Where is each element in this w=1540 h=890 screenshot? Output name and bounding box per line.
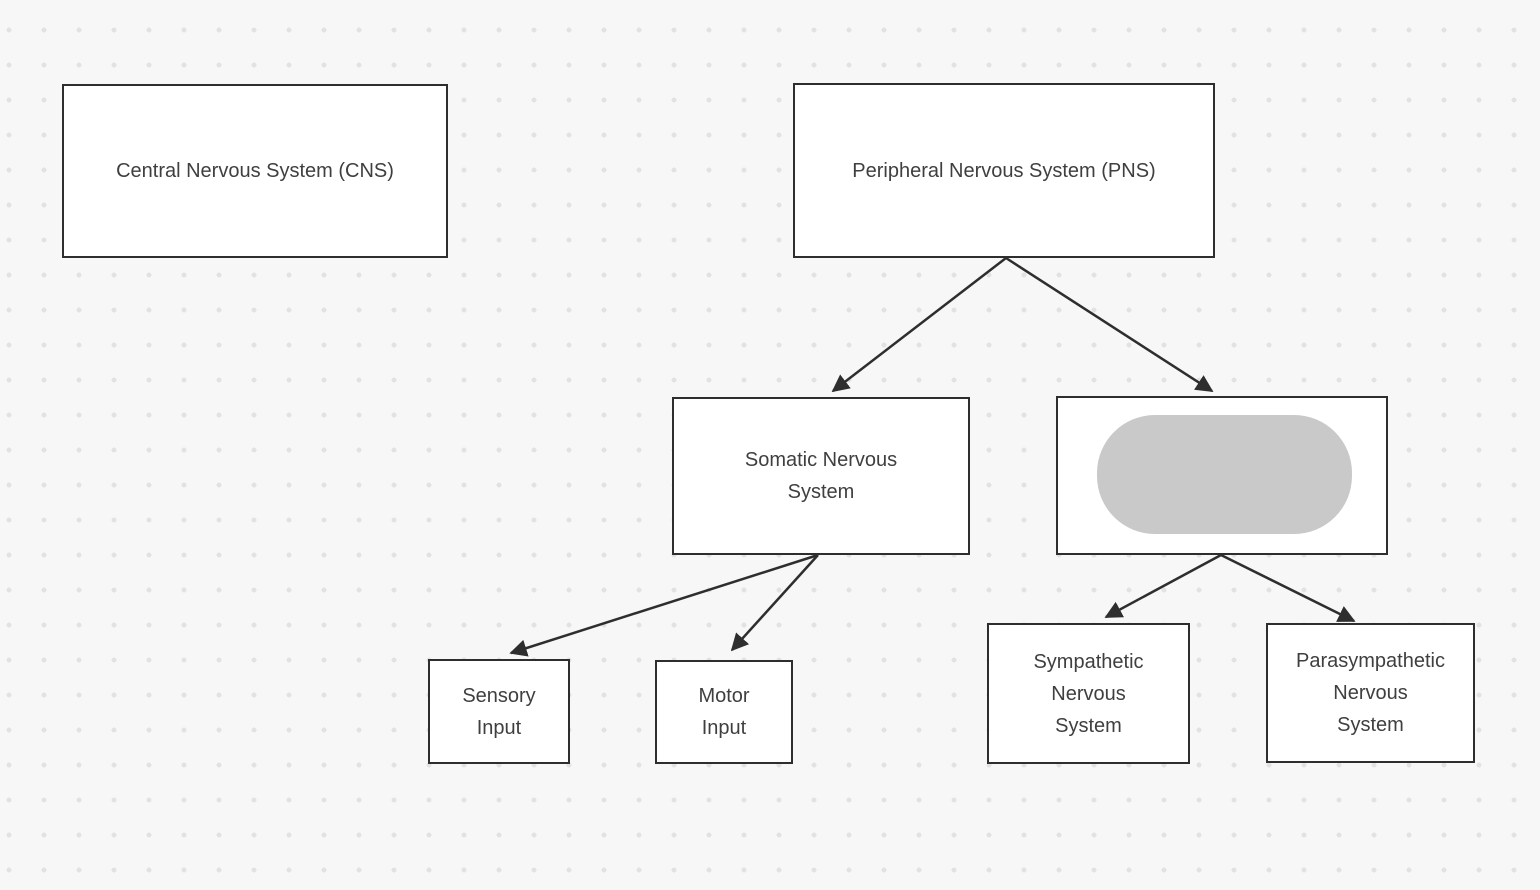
node-label-parasympathetic: Parasympathetic Nervous System	[1296, 650, 1445, 736]
node-label-sensory: Sensory Input	[462, 684, 536, 739]
node-motor-input[interactable]: Motor Input	[655, 660, 793, 764]
node-sympathetic-nervous-system[interactable]: Sympathetic Nervous System	[987, 623, 1190, 764]
node-peripheral-nervous-system[interactable]: Peripheral Nervous System (PNS)	[793, 83, 1215, 258]
node-sensory-input[interactable]: Sensory Input	[428, 659, 570, 764]
edge-pns-to-autonomic	[1005, 256, 1214, 393]
node-autonomic-redacted[interactable]	[1056, 396, 1388, 555]
edge-autonomic-to-parasympathetic	[1220, 553, 1356, 623]
edge-pns-to-somatic	[831, 257, 1007, 393]
redacted-label-pill	[1097, 415, 1352, 534]
node-label-sympathetic: Sympathetic Nervous System	[1033, 650, 1144, 737]
node-parasympathetic-nervous-system[interactable]: Parasympathetic Nervous System	[1266, 623, 1475, 763]
node-label-somatic: Somatic Nervous System	[744, 449, 898, 503]
node-central-nervous-system[interactable]: Central Nervous System (CNS)	[62, 84, 448, 258]
edge-autonomic-to-sympathetic	[1104, 553, 1222, 619]
node-label-pns: Peripheral Nervous System (PNS)	[852, 159, 1156, 182]
node-somatic-nervous-system[interactable]: Somatic Nervous System	[672, 397, 970, 555]
node-label-cns: Central Nervous System (CNS)	[116, 160, 394, 182]
node-label-motor: Motor Input	[698, 685, 750, 739]
edge-somatic-to-sensory	[509, 553, 819, 657]
edge-somatic-to-motor	[730, 554, 819, 652]
